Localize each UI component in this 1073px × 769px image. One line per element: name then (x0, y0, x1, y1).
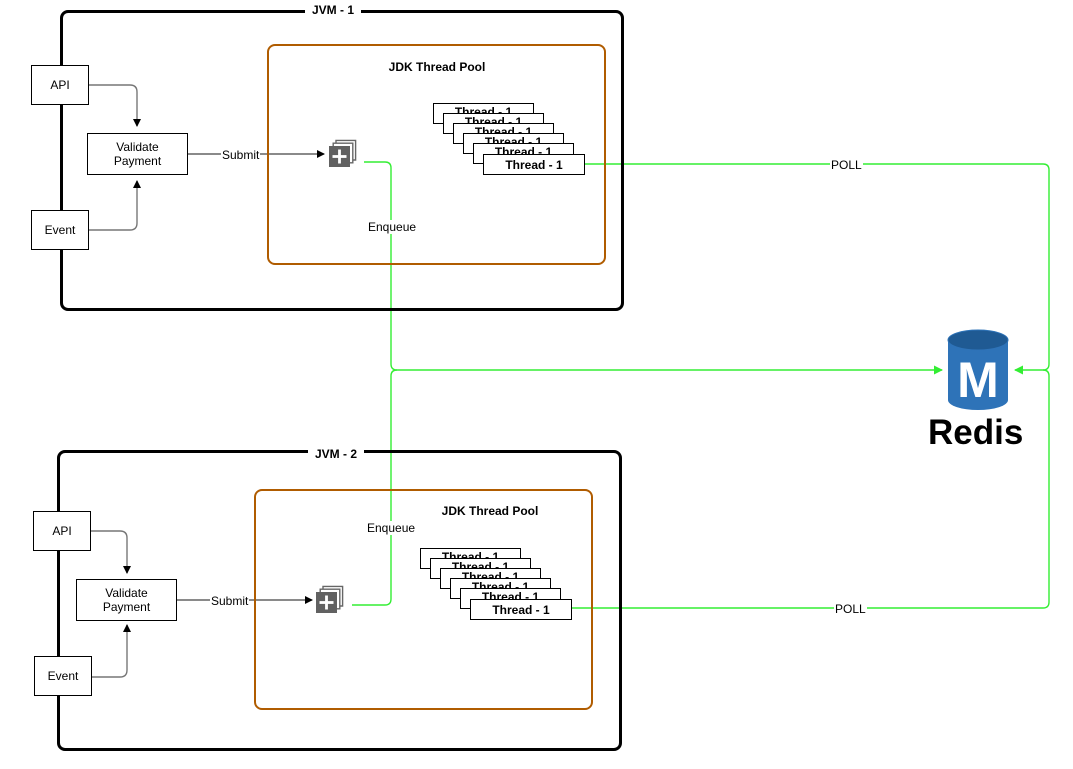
poll-wire-2 (572, 369, 1050, 609)
thread-pool-2-title: JDK Thread Pool (441, 504, 539, 518)
thread-box-front: Thread - 1 (483, 154, 585, 175)
api-box-1[interactable]: API (31, 65, 89, 105)
validate-payment-box-2[interactable]: Validate Payment (76, 579, 177, 621)
submit-label-1: Submit (221, 148, 261, 162)
thread-pool-1 (267, 44, 606, 265)
event-box-2[interactable]: Event (34, 656, 92, 696)
validate-payment-box-1[interactable]: Validate Payment (87, 133, 188, 175)
thread-box-front: Thread - 1 (470, 599, 572, 620)
task-queue-icon-2 (316, 585, 344, 618)
enqueue-label-2: Enqueue (366, 521, 417, 535)
event-to-validate-connector-1 (88, 180, 141, 231)
api-to-validate-connector-2 (90, 530, 131, 574)
api-to-validate-connector-1 (88, 84, 141, 127)
event-to-validate-connector-2 (92, 624, 131, 678)
enqueue-wire-2 (352, 369, 398, 606)
database-icon[interactable]: M (946, 329, 1010, 411)
submit-label-2: Submit (210, 594, 250, 608)
jvm-2-title: JVM - 2 (308, 447, 365, 461)
event-box-1[interactable]: Event (31, 210, 89, 250)
redis-icon-letter: M (957, 352, 999, 408)
thread-pool-2 (254, 489, 593, 710)
redis-label: Redis (928, 413, 1024, 452)
api-box-2[interactable]: API (33, 511, 91, 551)
task-queue-icon-1 (329, 139, 357, 172)
enqueue-label-1: Enqueue (367, 220, 418, 234)
jvm-1-title: JVM - 1 (305, 3, 362, 17)
poll-label-1: POLL (830, 158, 863, 172)
thread-pool-1-title: JDK Thread Pool (388, 60, 486, 74)
poll-label-2: POLL (834, 602, 867, 616)
